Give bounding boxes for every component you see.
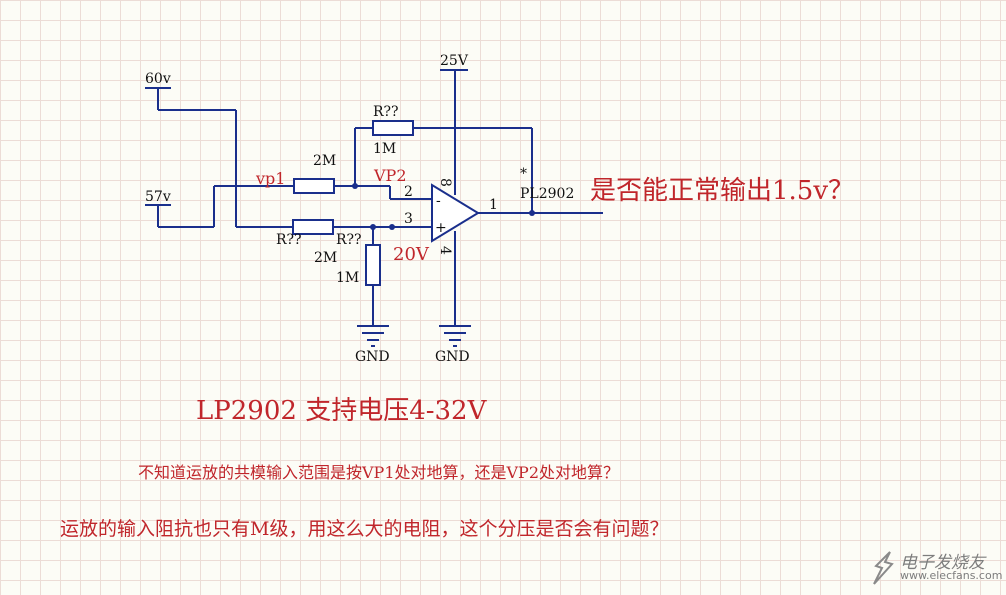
- question-input-impedance: 运放的输入阻抗也只有M级，用这么大的电阻，这个分压是否会有问题？: [60, 518, 669, 540]
- label-pin-1: 1: [489, 197, 498, 213]
- watermark-url: www.elecfans.com: [900, 569, 1003, 582]
- label-ref-ground: R??: [336, 232, 362, 248]
- gnd-symbol-2: [439, 325, 471, 347]
- label-vp1: vp1: [255, 169, 285, 188]
- resistor-ground: [365, 244, 381, 286]
- label-gnd-1: GND: [355, 349, 390, 365]
- chip-spec: LP2902 支持电压4-32V: [196, 396, 487, 426]
- opamp-part-label: PL2902: [520, 186, 574, 202]
- label-value-vp1: 2M: [313, 153, 336, 169]
- opamp-plus: +: [435, 220, 447, 236]
- junction-output: [529, 210, 535, 216]
- label-gnd-2: GND: [435, 349, 470, 365]
- label-ref-feedback: R??: [373, 104, 399, 120]
- label-60v: 60v: [145, 71, 171, 87]
- label-25v: 25V: [440, 53, 469, 69]
- elecfans-logo-icon: [873, 551, 894, 585]
- opamp-symbol: [431, 183, 480, 243]
- question-common-mode: 不知道运放的共模输入范围是按VP1处对地算，还是VP2处对地算？: [138, 463, 620, 482]
- label-pin-4: 4: [437, 246, 453, 255]
- label-pin-8: 8: [437, 178, 453, 187]
- resistor-feedback: [372, 120, 414, 136]
- label-pin-3: 3: [404, 211, 413, 227]
- label-vp2: VP2: [373, 166, 407, 185]
- label-20v: 20V: [393, 244, 430, 265]
- source-57v: [145, 185, 294, 228]
- source-60v: [145, 87, 293, 228]
- label-value-feedback: 1M: [373, 141, 396, 157]
- label-57v: 57v: [145, 189, 171, 205]
- watermark-text: 电子发烧友: [900, 553, 985, 573]
- gnd-symbol-1: [357, 325, 389, 347]
- label-ref-60v: R??: [276, 232, 302, 248]
- opamp-minus: -: [436, 193, 441, 209]
- opamp-star: *: [520, 166, 527, 182]
- resistor-vp1: [293, 178, 335, 194]
- label-pin-2: 2: [404, 184, 413, 200]
- label-value-60v: 2M: [314, 250, 337, 266]
- label-value-ground: 1M: [336, 270, 359, 286]
- junction-noninv-2: [389, 224, 395, 230]
- watermark: 电子发烧友 www.elecfans.com: [868, 548, 1002, 588]
- question-main: 是否能正常输出1.5v？: [590, 176, 855, 206]
